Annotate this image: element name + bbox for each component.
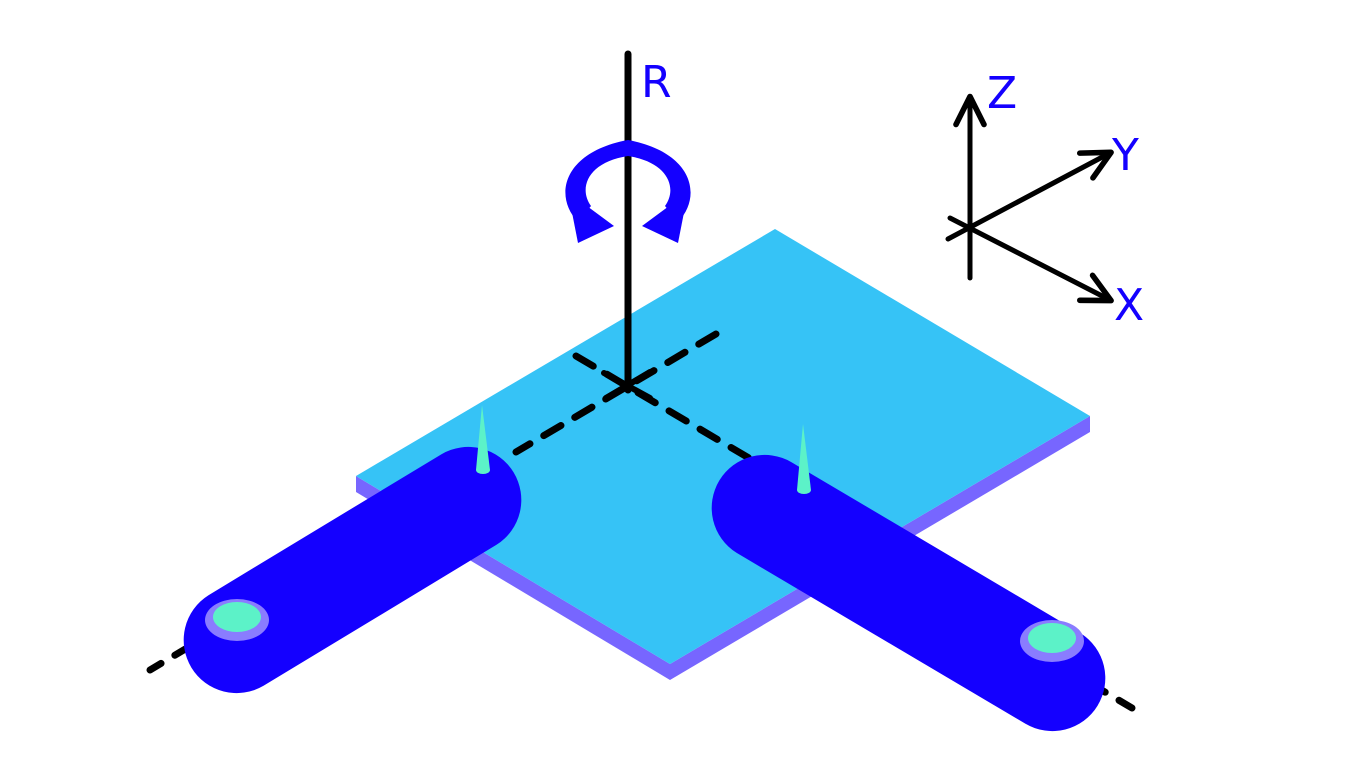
x-axis-line [947,215,1114,304]
rotation-arrowhead-right [642,192,688,243]
rotation-center-cross-b [603,369,653,401]
y-axis-line [945,149,1114,242]
rotation-arrow-icon [565,140,691,243]
right-arm [711,424,1106,732]
rotation-axis-label: R [641,57,672,108]
right-vertical-pin [797,424,811,494]
left-vertical-pin [476,405,490,474]
rotation-arrowhead-left [568,192,614,243]
z-axis-label: Z [987,68,1017,119]
left-arm-body [183,446,522,694]
left-arm [183,405,522,694]
coordinate-axes [945,93,1114,304]
rotation-axis [601,50,653,401]
platform-top [356,229,1090,664]
right-arm-body [711,454,1106,732]
y-axis-label: Y [1111,130,1139,181]
x-axis-label: X [1114,280,1144,331]
rotation-arrow-band [565,140,691,222]
right-joint-pin [1028,623,1076,653]
left-joint-pin [213,602,261,632]
